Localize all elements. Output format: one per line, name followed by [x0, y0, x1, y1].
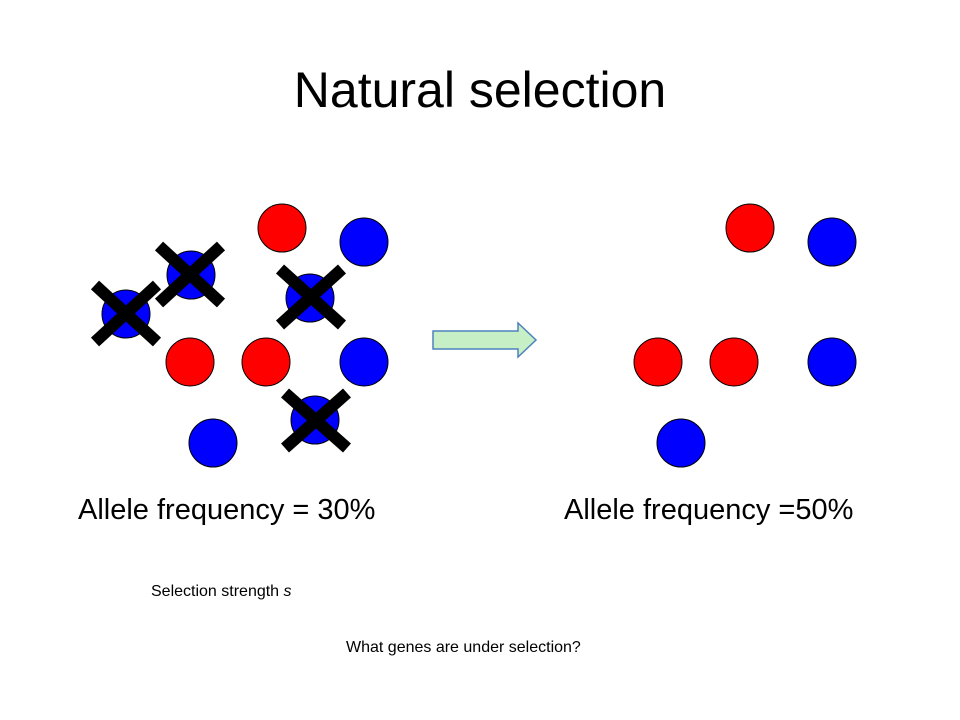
- red-allele-individual: [165, 337, 215, 387]
- red-allele-individual: [709, 337, 759, 387]
- red-allele-individual: [241, 337, 291, 387]
- red-allele-individual: [725, 203, 775, 253]
- before-allele-frequency-label: Allele frequency = 30%: [78, 494, 376, 526]
- cross-mark: [281, 388, 351, 453]
- selection-strength-note: Selection strength s: [151, 582, 292, 602]
- slide-title: Natural selection: [293, 62, 667, 118]
- red-allele-individual: [257, 203, 307, 253]
- cross-mark: [90, 280, 162, 347]
- cross-mark: [275, 264, 347, 330]
- blue-allele-individual: [807, 337, 857, 387]
- cross-mark: [154, 241, 226, 308]
- blue-allele-individual: [188, 418, 238, 468]
- selection-strength-symbol: s: [283, 583, 292, 600]
- after-allele-frequency-label: Allele frequency =50%: [564, 494, 854, 526]
- question-note: What genes are under selection?: [346, 639, 581, 656]
- selection-strength-text: Selection strength: [151, 583, 284, 600]
- transition-arrow: [432, 321, 538, 359]
- red-allele-individual: [633, 337, 683, 387]
- blue-allele-individual: [339, 217, 389, 267]
- blue-allele-individual: [339, 337, 389, 387]
- blue-allele-individual: [656, 418, 706, 468]
- removal-marks: [90, 241, 351, 453]
- blue-allele-individual: [807, 217, 857, 267]
- after-population: [633, 203, 857, 468]
